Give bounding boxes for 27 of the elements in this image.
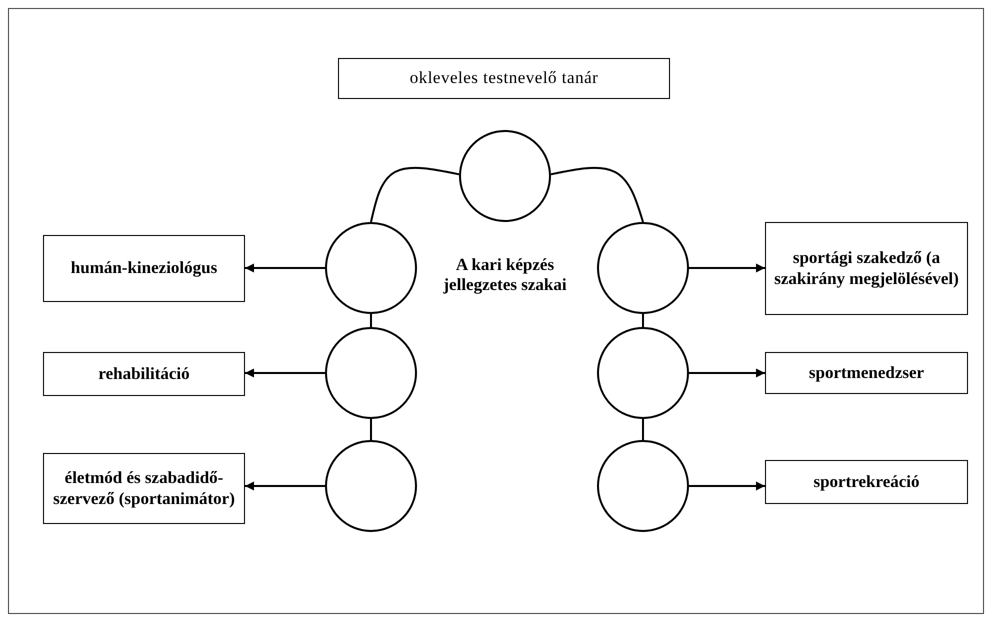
connector-line [642, 314, 644, 327]
title-box [338, 58, 670, 99]
box-text: sportmenedzser [808, 362, 924, 384]
box-text: életmód és szabadidő-szervező (sportanimátor) [52, 468, 236, 509]
box-text: rehabilitáció [98, 364, 190, 384]
connector-line [370, 314, 372, 327]
arrow [245, 264, 325, 272]
arrow [245, 368, 325, 378]
specialization-box [43, 453, 245, 524]
specialization-box [765, 222, 968, 315]
specialization-box [765, 352, 968, 394]
arrow [245, 482, 325, 490]
specialization-box [43, 235, 245, 302]
specialization-box [43, 352, 245, 396]
connector-line [370, 419, 372, 440]
arrow [689, 264, 765, 272]
arrow [689, 482, 765, 490]
box-text: sportrekreáció [813, 472, 920, 492]
box-text: sportági szakedző (a szakirány megjelölésével) [773, 248, 960, 289]
arrow [689, 368, 765, 378]
specialization-box [765, 460, 968, 504]
connector-line [370, 166, 460, 222]
box-text: okleveles testnevelő tanár [410, 68, 598, 89]
box-text: humán-kineziológus [70, 258, 218, 279]
connector-line [550, 166, 644, 222]
center-label: A kari képzés jellegzetes szakai [442, 255, 568, 296]
connector-line [642, 419, 644, 440]
